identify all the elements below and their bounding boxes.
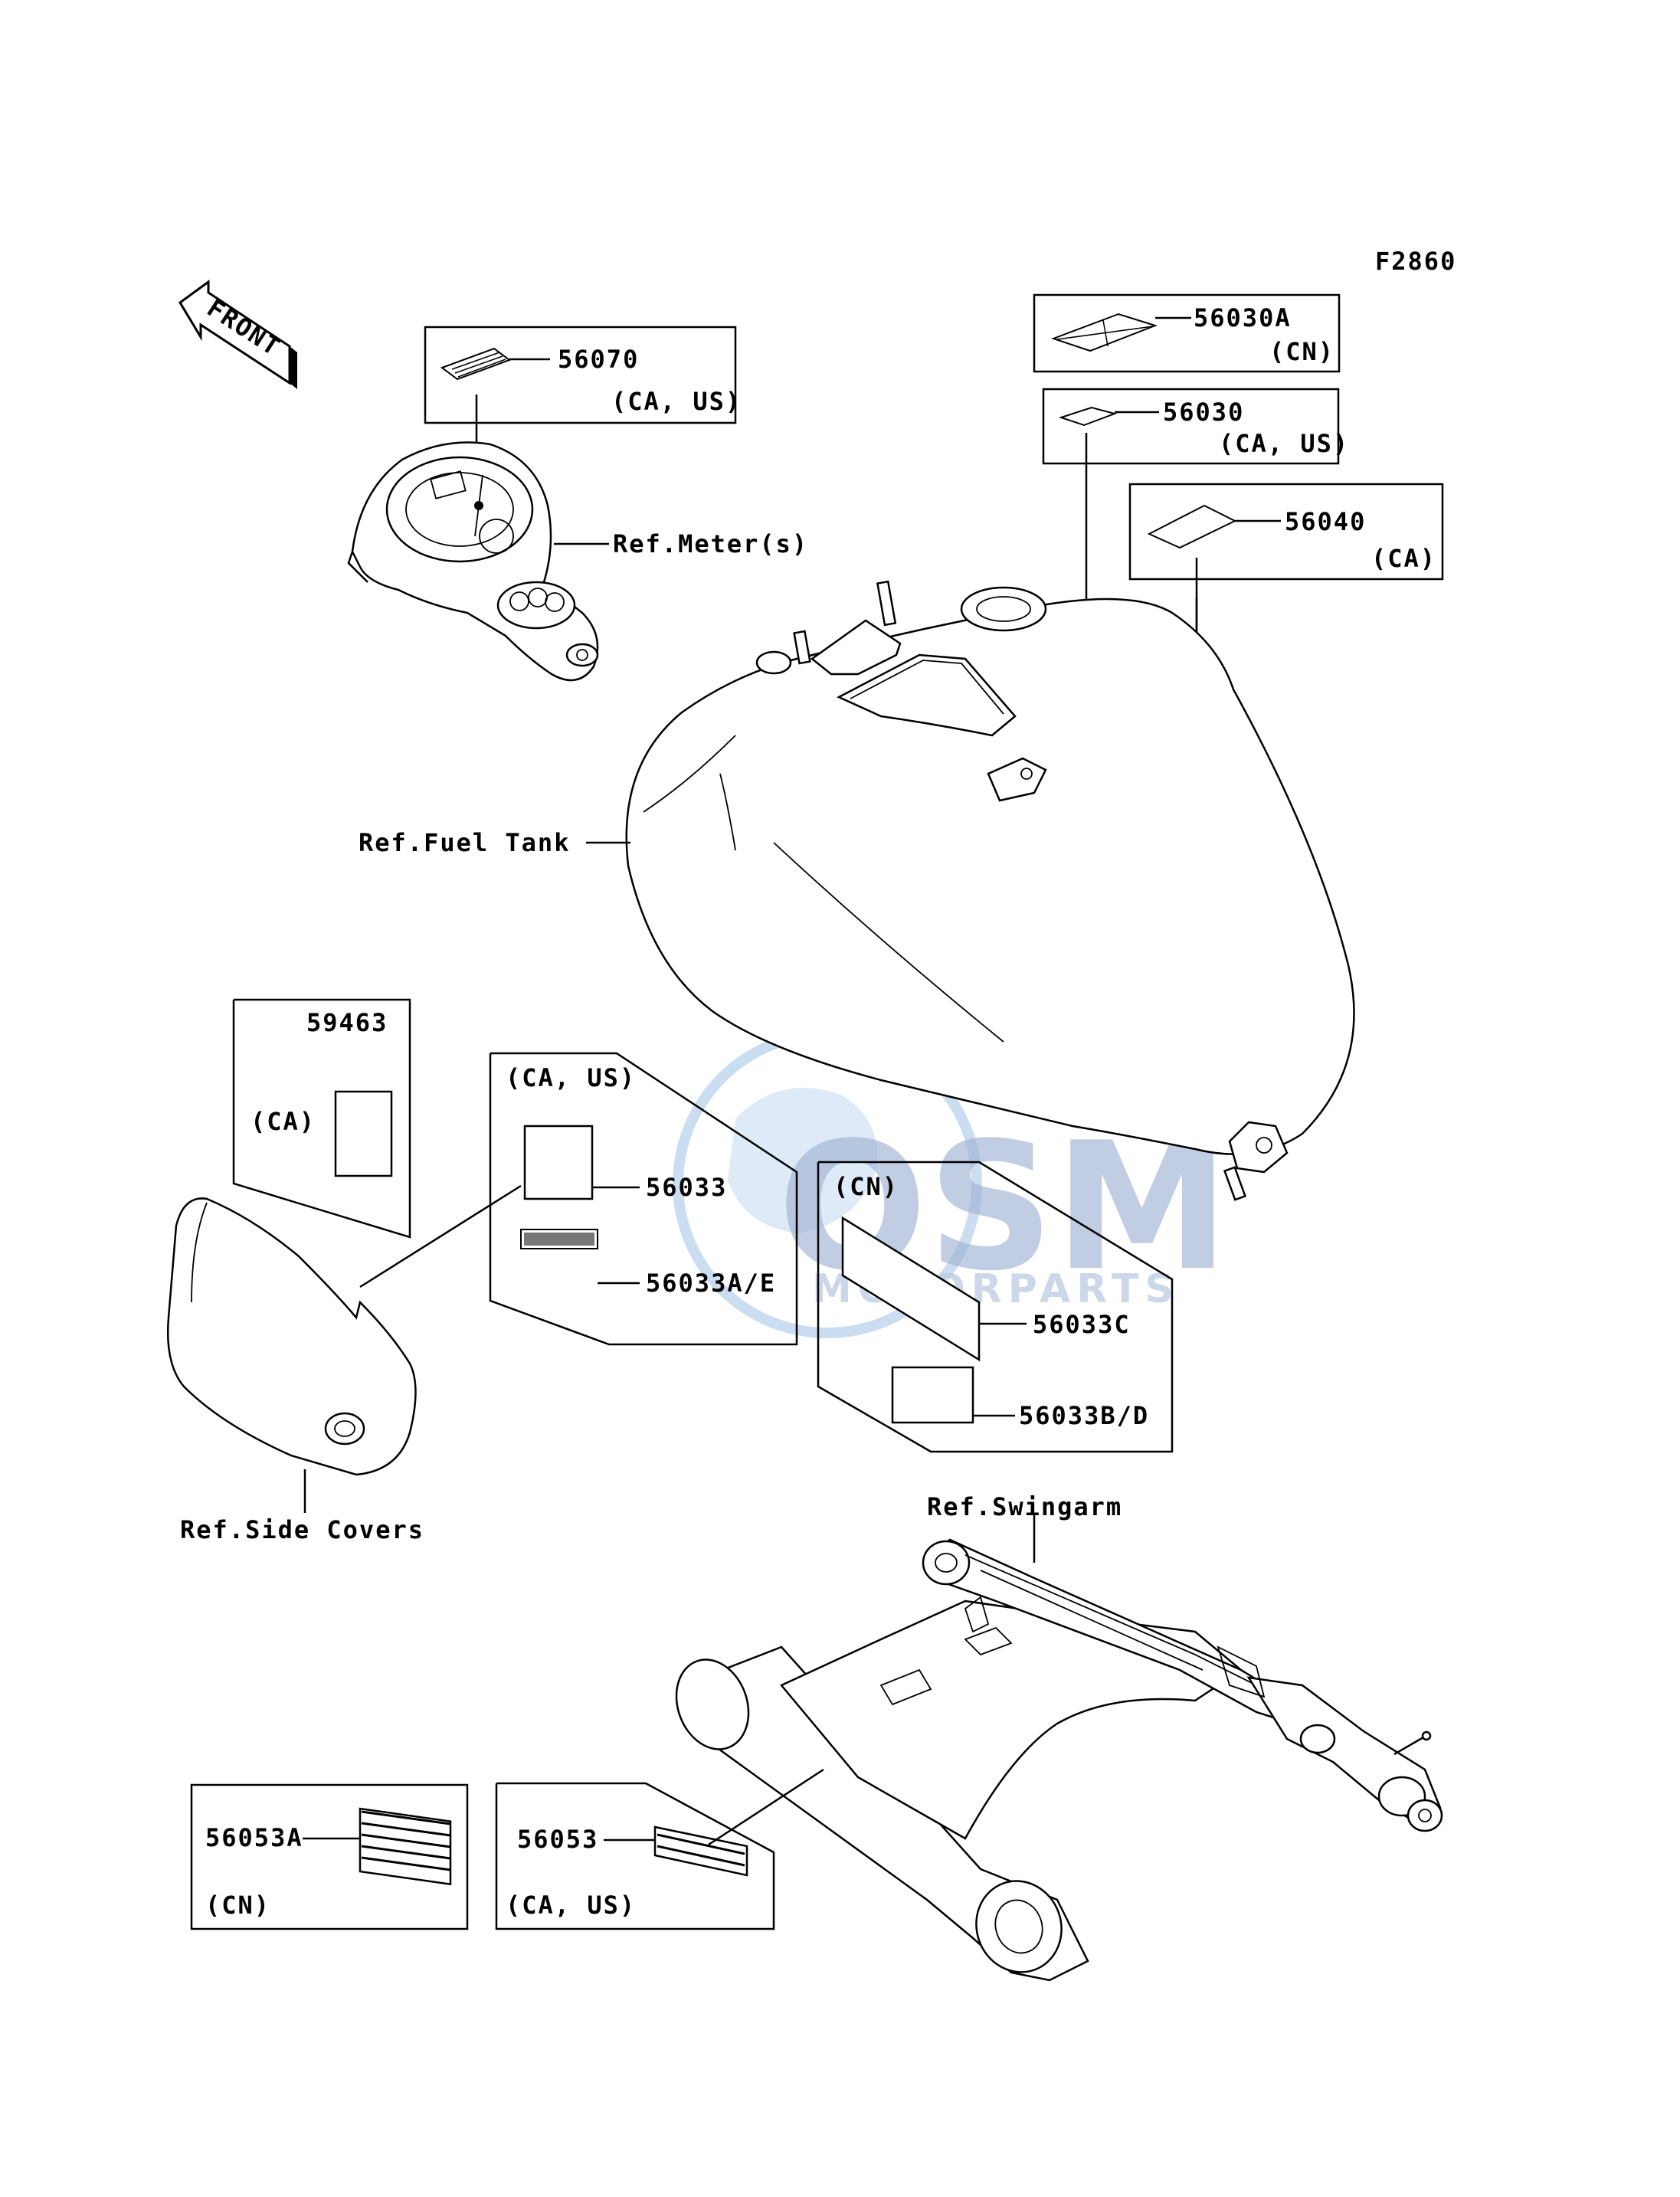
meter-assembly xyxy=(347,441,599,682)
ref-side-covers-label: Ref.Side Covers xyxy=(180,1515,424,1544)
callout-box xyxy=(190,1783,469,1930)
decal-icon xyxy=(440,347,512,381)
figure-code: F2860 xyxy=(1375,247,1456,276)
part-number: 56030 xyxy=(1163,398,1244,427)
callout-59463: 59463 (CA) xyxy=(232,998,411,1239)
fuel-tank xyxy=(625,580,1355,1201)
decal-56033-icon xyxy=(523,1125,594,1200)
part-number: 56030A xyxy=(1194,303,1292,332)
decal-56033ae-icon xyxy=(520,1229,598,1249)
decal-icon xyxy=(1051,313,1158,352)
part-number: 56053A xyxy=(205,1823,303,1852)
part-number-56033c: 56033C xyxy=(1033,1310,1131,1339)
region-code: (CA, US) xyxy=(506,1891,636,1920)
decal-icon xyxy=(1147,504,1237,549)
part-number: 56053 xyxy=(517,1825,598,1854)
decal-icon xyxy=(1058,406,1118,427)
decal-icon xyxy=(334,1090,393,1177)
region-code: (CA, US) xyxy=(506,1063,636,1092)
part-number: 59463 xyxy=(306,1008,388,1037)
decal-56033bd-icon xyxy=(891,1366,974,1424)
part-number-56033bd: 56033B/D xyxy=(1019,1401,1149,1430)
region-code: (CA, US) xyxy=(1219,429,1349,458)
callout-box xyxy=(1042,388,1340,465)
decal-icon xyxy=(653,1825,748,1877)
callout-box xyxy=(495,1782,775,1930)
region-code: (CA, US) xyxy=(611,387,742,416)
part-number-56033: 56033 xyxy=(646,1173,727,1202)
callout-56030A: 56030A (CN) xyxy=(1033,293,1341,373)
part-number-56033ae: 56033A/E xyxy=(646,1269,776,1298)
part-number: 56070 xyxy=(558,345,639,374)
callout-group-cn: (CN) 56033C 56033B/D xyxy=(817,1161,1174,1453)
swingarm xyxy=(675,1538,1443,1982)
ref-meter-label: Ref.Meter(s) xyxy=(613,529,808,558)
decal-icon xyxy=(359,1807,452,1886)
callout-56040: 56040 (CA) xyxy=(1128,483,1444,659)
callout-box xyxy=(817,1161,1174,1453)
callout-box xyxy=(1033,293,1341,373)
region-code: (CA) xyxy=(1371,544,1436,573)
callout-box xyxy=(489,1052,798,1346)
callout-56070: 56070 (CA, US) xyxy=(424,326,742,509)
callout-box xyxy=(424,326,737,424)
region-code: (CA) xyxy=(251,1107,316,1136)
callout-56053A: 56053A (CN) xyxy=(190,1783,469,1930)
side-cover xyxy=(166,1197,417,1476)
callout-box xyxy=(232,998,411,1239)
ref-swingarm-label: Ref.Swingarm xyxy=(927,1492,1122,1521)
callout-group-ca-us: (CA, US) 56033 56033A/E xyxy=(359,1052,798,1346)
decal-56033c-icon xyxy=(841,1216,981,1362)
ref-fuel-tank-label: Ref.Fuel Tank xyxy=(359,828,570,857)
callout-56053: 56053 (CA, US) xyxy=(495,1768,824,1930)
region-code: (CN) xyxy=(1269,337,1335,366)
region-code: (CN) xyxy=(833,1172,899,1201)
region-code: (CN) xyxy=(205,1891,270,1920)
callout-56030: 56030 (CA, US) xyxy=(1042,388,1349,663)
part-number: 56040 xyxy=(1285,507,1366,536)
callout-box xyxy=(1128,483,1444,581)
front-arrow-icon: FRONT xyxy=(178,280,297,389)
